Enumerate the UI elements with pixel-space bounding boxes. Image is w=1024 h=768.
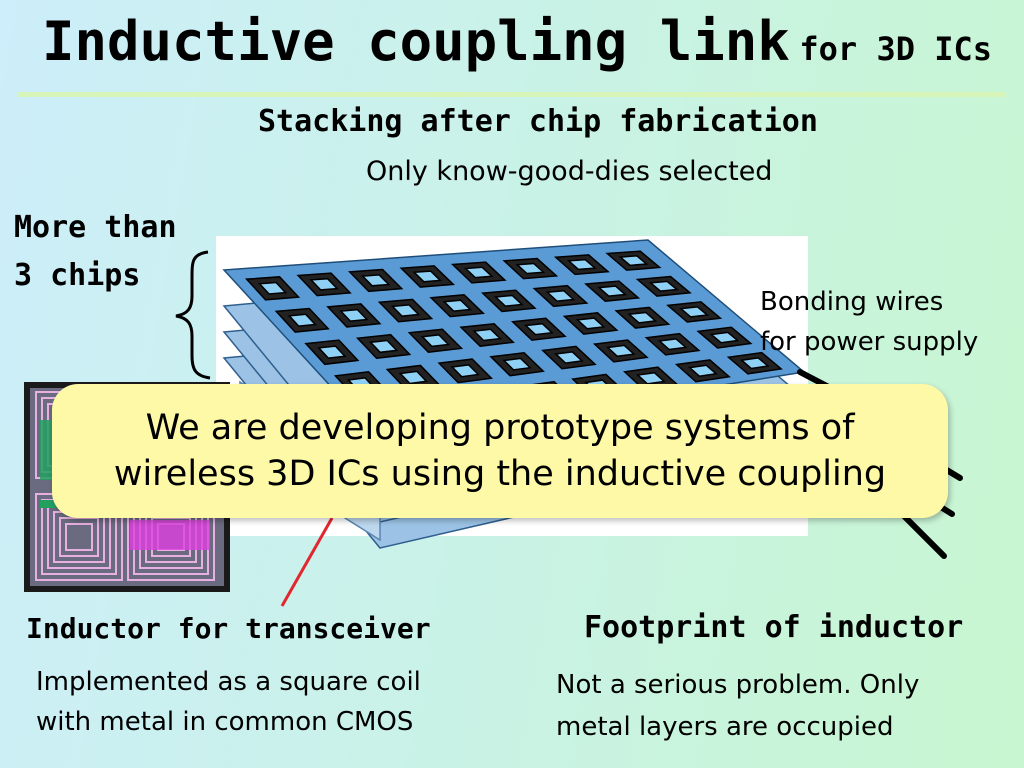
coil-pad-center [472, 328, 502, 342]
coil-pad-center [287, 313, 317, 327]
callout-box: We are developing prototype systems of w… [52, 384, 948, 518]
coil-pad-center [309, 277, 339, 291]
callout-line: We are developing prototype systems of [145, 408, 855, 448]
coil-pad-center [317, 345, 347, 359]
brace-icon [175, 250, 211, 380]
coil-pad-center [657, 338, 688, 351]
chips-label-line: More than [14, 210, 177, 245]
inductor-description: Implemented as a square coil with metal … [36, 662, 421, 742]
coil-pad-center [605, 344, 636, 358]
chips-count-label: More than 3 chips [14, 204, 177, 300]
coil-pad-center [368, 339, 399, 354]
coil-pad-center [545, 290, 576, 302]
callout-line: wireless 3D ICs using the inductive coup… [113, 454, 887, 494]
title-main: Inductive coupling link [42, 10, 790, 73]
coil-pad-center [648, 280, 679, 292]
coil-pad-center [618, 255, 649, 267]
stacking-subtext: Only know-good-dies selected [366, 156, 773, 187]
bonding-label-line: for power supply [760, 327, 979, 357]
coil-pad-center [636, 371, 666, 385]
coil-pad-center [524, 322, 554, 336]
coil-pad-center [502, 357, 532, 371]
coil-pad-center [420, 334, 451, 348]
coil-pad-center [257, 281, 288, 295]
footprint-description: Not a serious problem. Only metal layers… [556, 664, 919, 748]
coil-ring [65, 523, 93, 551]
coil-pad-center [494, 294, 524, 307]
coil-pad-center [679, 306, 710, 318]
page-title: Inductive coupling link for 3D ICs [42, 10, 992, 73]
inductor-body-line: with metal in common CMOS [36, 707, 414, 737]
stacking-heading: Stacking after chip fabrication [258, 104, 818, 139]
pointer-line [280, 517, 334, 607]
coil-pad-center [398, 370, 429, 385]
footprint-body-line: metal layers are occupied [556, 712, 894, 742]
bonding-wire [897, 509, 947, 559]
coil-pad-center [339, 308, 369, 322]
coil-pad-center [597, 285, 628, 297]
bonding-wires-label: Bonding wires for power supply [760, 282, 978, 362]
coil-pad-center [412, 270, 442, 283]
bonding-label-line: Bonding wires [760, 287, 944, 317]
footprint-heading: Footprint of inductor [584, 610, 964, 645]
coil-pad-center [688, 364, 718, 377]
inductor-body-line: Implemented as a square coil [36, 667, 421, 697]
title-suffix: for 3D ICs [799, 30, 993, 68]
coil-pad-center [575, 317, 606, 330]
coil-pad-center [390, 304, 421, 317]
chips-label-line: 3 chips [14, 258, 141, 293]
coil-pad-center [554, 351, 584, 364]
coil-ring [59, 517, 99, 557]
coil-pad-center [360, 274, 391, 287]
coil-pad-center [709, 331, 740, 344]
footprint-body-line: Not a serious problem. Only [556, 670, 920, 700]
coil-pad-center [566, 258, 597, 271]
title-underline [18, 92, 1006, 97]
inductor-heading: Inductor for transceiver [26, 612, 431, 645]
coil-pad-center [450, 364, 480, 378]
coil-pad-center [627, 311, 658, 324]
coil-pad-center [463, 266, 494, 279]
coil-pad-center [442, 299, 472, 312]
coil-pad-center [739, 357, 770, 370]
coil-pad-center [515, 262, 546, 275]
